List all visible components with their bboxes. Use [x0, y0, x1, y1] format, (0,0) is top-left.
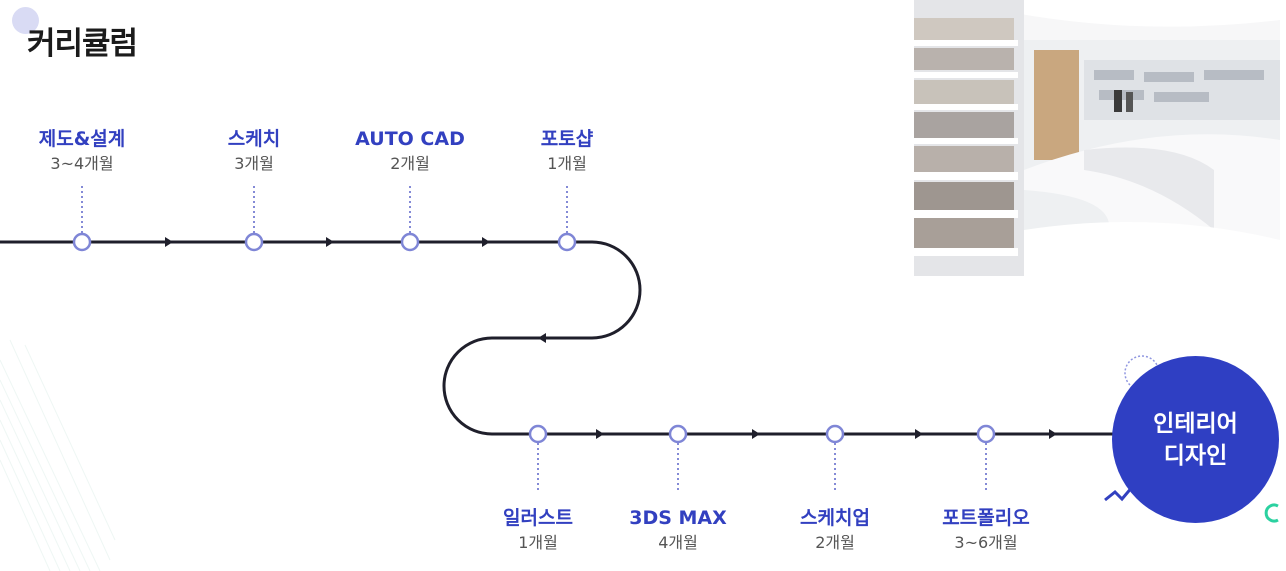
green-arc-decoration — [1264, 503, 1279, 523]
stage-name: 스케치업 — [800, 507, 870, 529]
interior-photo — [914, 0, 1280, 276]
stage-duration: 1개월 — [547, 154, 587, 173]
stage-duration: 2개월 — [815, 533, 855, 552]
stage-node — [244, 232, 264, 252]
stage-node — [72, 232, 92, 252]
stage-name: 포트폴리오 — [942, 507, 1030, 529]
stage-portfolio: 포트폴리오 3~6개월 — [906, 505, 1066, 555]
stage-duration: 3개월 — [234, 154, 274, 173]
stage-duration: 3~4개월 — [50, 154, 114, 173]
stage-duration: 2개월 — [390, 154, 430, 173]
stage-node — [668, 424, 688, 444]
goal-label-line1: 인테리어 — [1153, 410, 1238, 437]
stage-node — [528, 424, 548, 444]
arrow-icon — [915, 429, 923, 439]
stage-name: 포토샵 — [540, 128, 594, 150]
arrow-icon — [538, 333, 546, 343]
arrow-icon — [596, 429, 604, 439]
stage-name: AUTO CAD — [355, 128, 465, 150]
goal-label-line2: 디자인 — [1163, 442, 1228, 469]
title-decoration-circle — [12, 7, 39, 34]
arrow-icon — [752, 429, 760, 439]
hatch-decoration — [0, 339, 116, 571]
stage-3dsmax: 3DS MAX 4개월 — [598, 505, 758, 555]
arrow-icon — [326, 237, 334, 247]
stage-autocad: AUTO CAD 2개월 — [330, 126, 490, 176]
stage-photoshop: 포토샵 1개월 — [487, 126, 647, 176]
goal-badge: 인테리어 디자인 — [1112, 356, 1279, 523]
stage-name: 3DS MAX — [629, 507, 727, 529]
stage-name: 일러스트 — [503, 507, 573, 529]
stage-name: 스케치 — [227, 128, 281, 150]
stage-drafting: 제도&설계 3~4개월 — [2, 126, 162, 176]
stage-node — [400, 232, 420, 252]
stage-node — [976, 424, 996, 444]
stage-sketchup: 스케치업 2개월 — [755, 505, 915, 555]
stage-name: 제도&설계 — [38, 128, 126, 150]
stage-node — [557, 232, 577, 252]
arrow-icon — [482, 237, 490, 247]
arrow-icon — [165, 237, 173, 247]
stage-duration: 1개월 — [518, 533, 558, 552]
stage-duration: 4개월 — [658, 533, 698, 552]
stage-illustrator: 일러스트 1개월 — [458, 505, 618, 555]
stage-duration: 3~6개월 — [954, 533, 1018, 552]
stage-node — [825, 424, 845, 444]
page-title: 커리큘럼 — [27, 26, 138, 62]
stage-sketch: 스케치 3개월 — [174, 126, 334, 176]
arrow-icon — [1049, 429, 1057, 439]
